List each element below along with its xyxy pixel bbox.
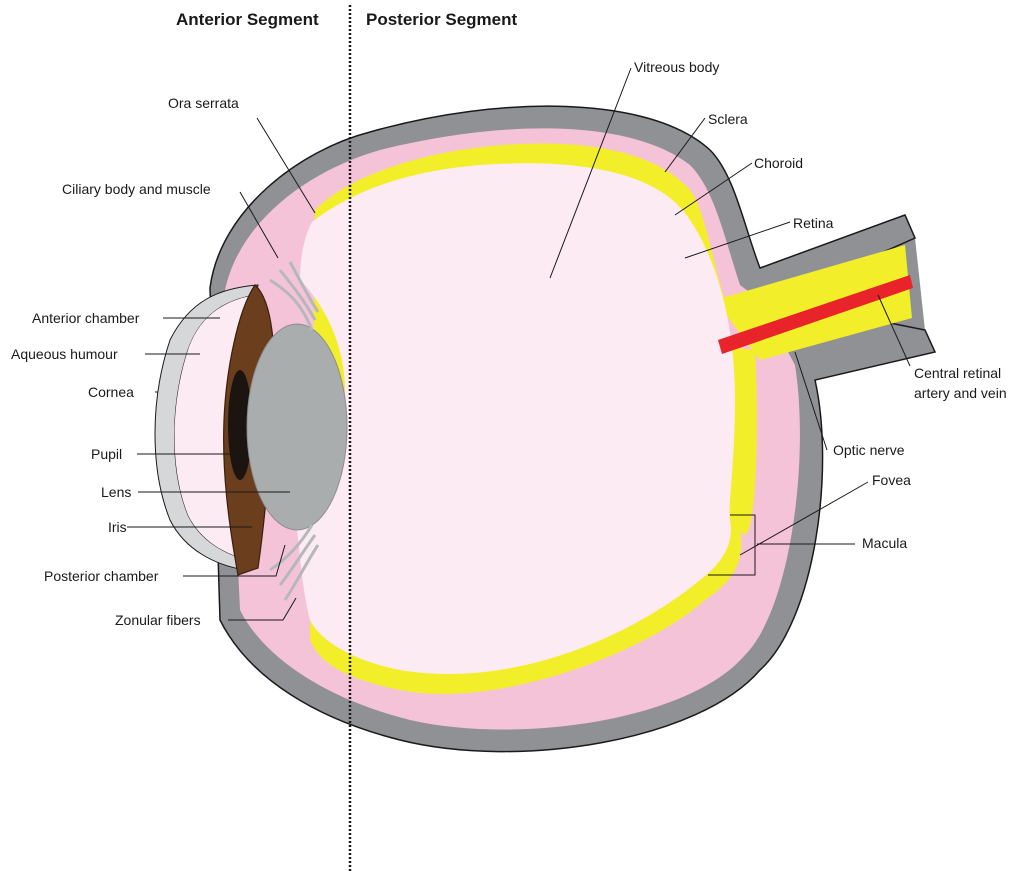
label-ciliary-body: Ciliary body and muscle <box>62 181 211 197</box>
label-aqueous-humour: Aqueous humour <box>11 346 118 362</box>
anterior-segment-heading: Anterior Segment <box>176 10 319 29</box>
label-sclera: Sclera <box>708 111 748 127</box>
vitreous-body <box>295 163 735 674</box>
label-central-retinal-line1: Central retinal <box>914 365 1001 381</box>
label-choroid: Choroid <box>754 155 803 171</box>
label-cornea: Cornea <box>88 384 134 400</box>
label-fovea: Fovea <box>872 472 911 488</box>
label-central-retinal-line2: artery and vein <box>914 385 1007 401</box>
label-pupil: Pupil <box>91 446 122 462</box>
label-lens: Lens <box>101 484 131 500</box>
label-zonular-fibers: Zonular fibers <box>115 612 201 628</box>
label-macula: Macula <box>862 535 907 551</box>
label-vitreous-body: Vitreous body <box>634 59 719 75</box>
lens <box>247 324 347 530</box>
label-retina: Retina <box>793 215 834 231</box>
posterior-segment-heading: Posterior Segment <box>366 10 517 29</box>
label-posterior-chamber: Posterior chamber <box>44 568 159 584</box>
label-optic-nerve: Optic nerve <box>833 442 905 458</box>
label-anterior-chamber: Anterior chamber <box>32 310 140 326</box>
label-ora-serrata: Ora serrata <box>168 95 239 111</box>
label-iris: Iris <box>108 519 127 535</box>
